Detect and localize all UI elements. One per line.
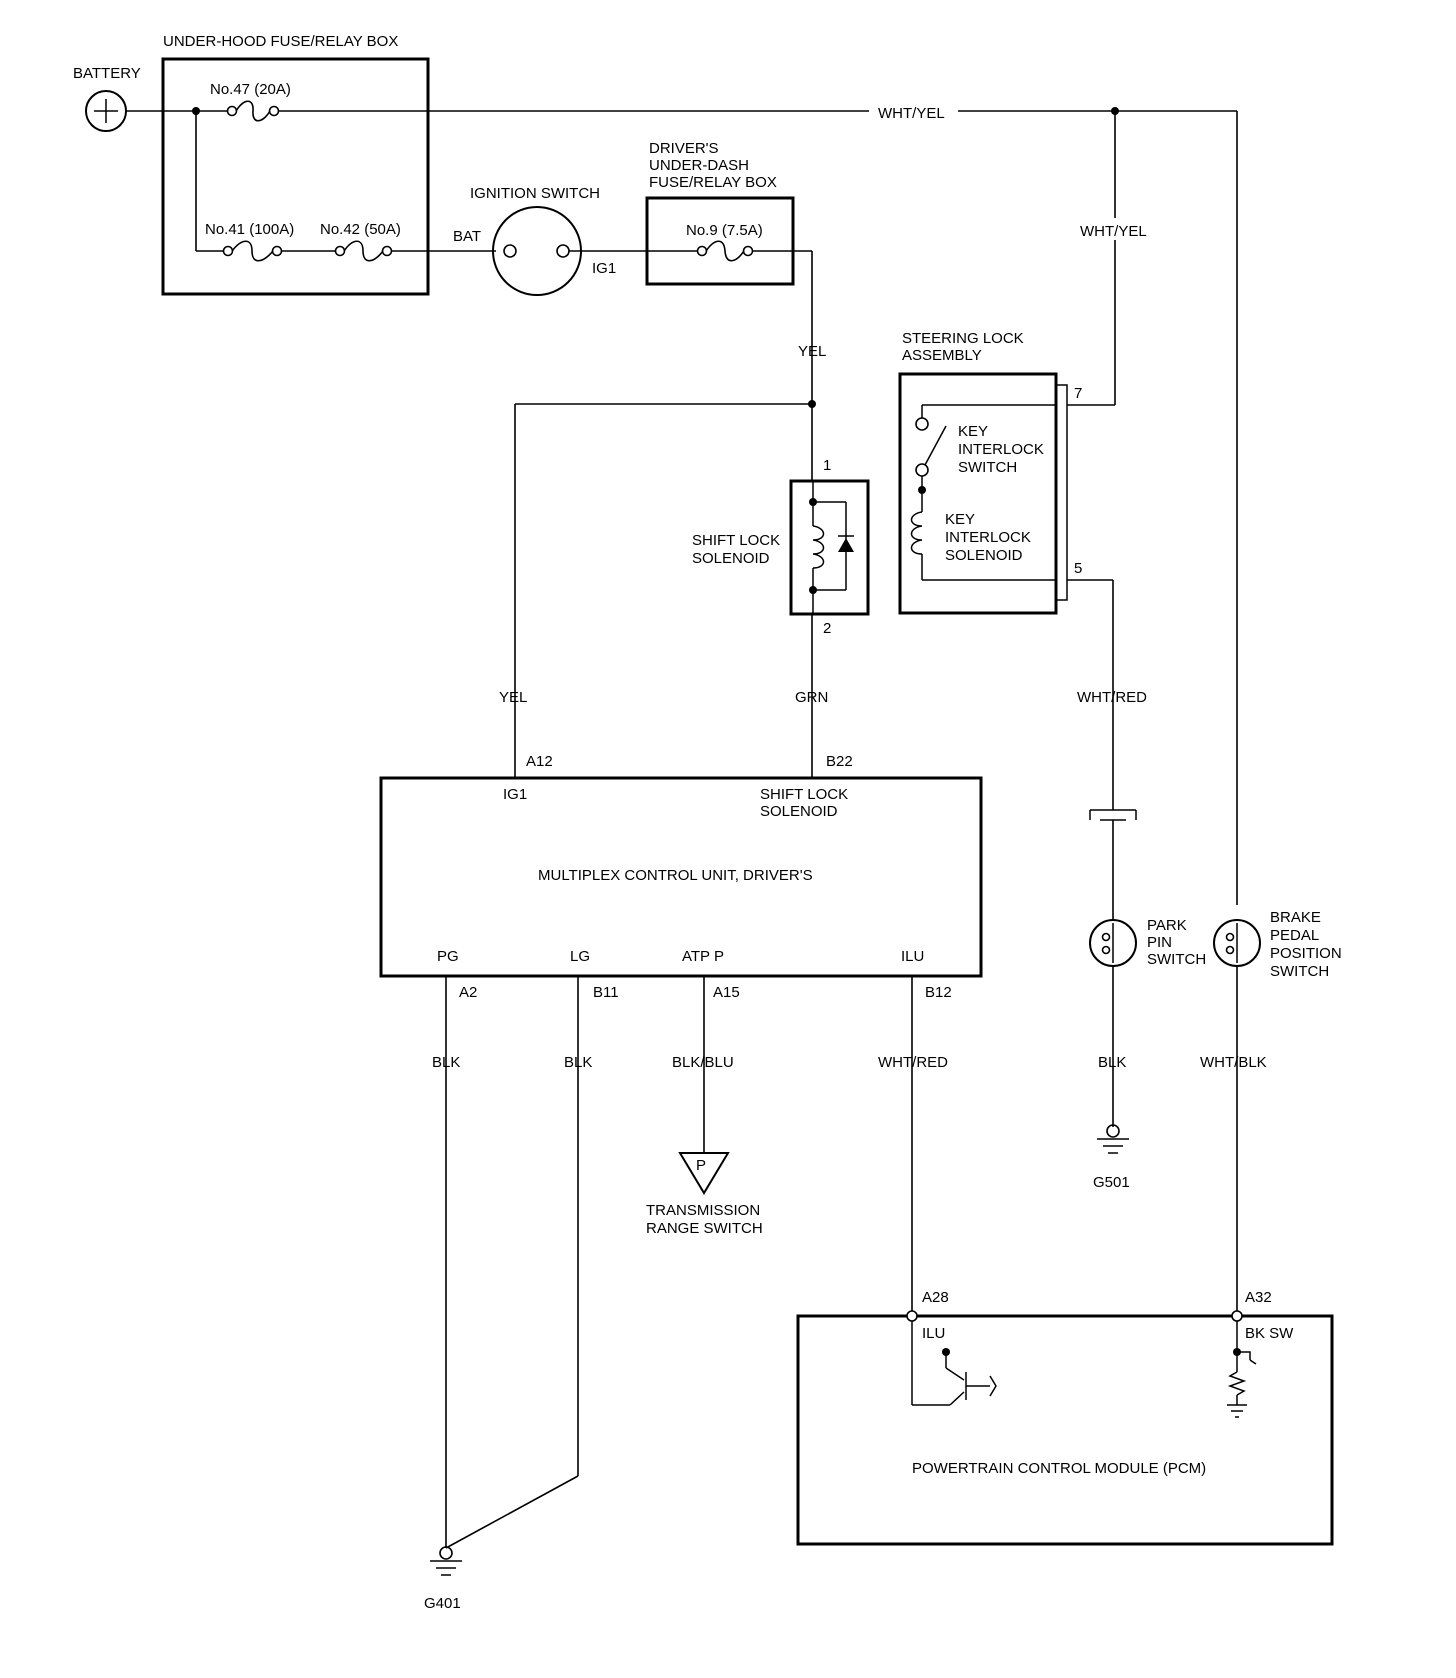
key-solenoid-label-1: KEY — [945, 511, 975, 528]
mcu-lg-label: LG — [570, 948, 590, 965]
trs-label-1: TRANSMISSION — [646, 1202, 760, 1219]
shift-lock-label-1: SHIFT LOCK — [692, 532, 780, 549]
dash-box-label-1: DRIVER'S — [649, 140, 719, 157]
connector-a15: A15 — [713, 984, 740, 1001]
wire-wht-red-b12: WHT/RED — [878, 976, 948, 1316]
brake-label-2: PEDAL — [1270, 927, 1319, 944]
mcu-shift-lock-label-1: SHIFT LOCK — [760, 786, 848, 803]
dash-box-label-2: UNDER-DASH — [649, 157, 749, 174]
fuse-41: No.41 (100A) — [205, 221, 294, 262]
ignition-switch: IGNITION SWITCH BAT IG1 — [453, 185, 616, 296]
key-switch-label-3: SWITCH — [958, 459, 1017, 476]
wire-yel-to-a12: YEL — [499, 403, 812, 774]
mcu-shift-lock-label-2: SOLENOID — [760, 803, 838, 820]
pcm-ilu-label: ILU — [922, 1325, 945, 1342]
pin-7-label: 7 — [1074, 385, 1082, 402]
mcu-ig1-label: IG1 — [503, 786, 527, 803]
fuse-9-label: No.9 (7.5A) — [686, 222, 763, 239]
wire-label-wht-red-right: WHT/RED — [1077, 689, 1147, 706]
connector-a12: A12 — [526, 753, 553, 770]
park-pin-label-2: PIN — [1147, 934, 1172, 951]
ignition-bat-label: BAT — [453, 228, 481, 245]
mcu-atp-label: ATP P — [682, 948, 724, 965]
wire-label-wht-yel-vertical: WHT/YEL — [1080, 223, 1147, 240]
under-dash-fuse-box: DRIVER'S UNDER-DASH FUSE/RELAY BOX No.9 … — [645, 140, 795, 286]
connector-a2: A2 — [459, 984, 477, 1001]
pcm: POWERTRAIN CONTROL MODULE (PCM) A28 A32 … — [796, 1289, 1334, 1546]
connector-b12: B12 — [925, 984, 952, 1001]
key-solenoid-label-2: INTERLOCK — [945, 529, 1031, 546]
wire-label-wht-blk: WHT/BLK — [1200, 1054, 1267, 1071]
wire-blk-b11: BLK — [445, 976, 592, 1549]
brake-pedal-switch: BRAKE PEDAL POSITION SWITCH — [1213, 909, 1342, 980]
pin-2-label: 2 — [823, 620, 831, 637]
transmission-range-switch: P TRANSMISSION RANGE SWITCH — [646, 1152, 763, 1237]
wire-blk-blu: BLK/BLU — [672, 976, 734, 1153]
wire-grn: GRN — [795, 614, 828, 774]
connector-b11: B11 — [593, 984, 619, 1001]
key-switch-label-1: KEY — [958, 423, 988, 440]
multiplex-control-unit: MULTIPLEX CONTROL UNIT, DRIVER'S IG1 SHI… — [379, 753, 983, 1001]
wire-ig1-to-fuse9: YEL — [569, 250, 826, 408]
mcu-title: MULTIPLEX CONTROL UNIT, DRIVER'S — [538, 867, 813, 884]
connector-a32: A32 — [1245, 1289, 1272, 1306]
wire-blk-g501: BLK — [1098, 966, 1126, 1127]
battery: BATTERY — [73, 65, 141, 132]
wire-label-blk-park: BLK — [1098, 1054, 1126, 1071]
wire-wht-blk: WHT/BLK — [1200, 966, 1267, 1316]
pin-1-label: 1 — [823, 457, 831, 474]
fuse-42-label: No.42 (50A) — [320, 221, 401, 238]
connector-b22: B22 — [826, 753, 853, 770]
wire-label-grn: GRN — [795, 689, 828, 706]
wire-label-wht-red-b12: WHT/RED — [878, 1054, 948, 1071]
ground-g501: G501 — [1093, 1124, 1130, 1191]
mcu-pg-label: PG — [437, 948, 459, 965]
dash-box-label-3: FUSE/RELAY BOX — [649, 174, 777, 191]
wire-wht-yel-to-pin7: WHT/YEL — [1067, 111, 1147, 406]
underhood-box-label: UNDER-HOOD FUSE/RELAY BOX — [163, 33, 398, 50]
key-solenoid-label-3: SOLENOID — [945, 547, 1023, 564]
ground-g401: G401 — [424, 1546, 462, 1612]
brake-label-3: POSITION — [1270, 945, 1342, 962]
wire-wht-yel-main: WHT/YEL — [126, 105, 1238, 905]
pin-5-label: 5 — [1074, 560, 1082, 577]
ignition-ig1-label: IG1 — [592, 260, 616, 277]
park-pin-label-1: PARK — [1147, 917, 1187, 934]
key-switch-label-2: INTERLOCK — [958, 441, 1044, 458]
steering-lock-assembly: STEERING LOCK ASSEMBLY 7 5 KEY INTERLOCK… — [898, 330, 1082, 615]
wire-label-blk-blu: BLK/BLU — [672, 1054, 734, 1071]
connector-a28: A28 — [922, 1289, 949, 1306]
wire-label-blk-b11: BLK — [564, 1054, 592, 1071]
mcu-ilu-label: ILU — [901, 948, 924, 965]
trs-p-label: P — [696, 1157, 706, 1174]
battery-label: BATTERY — [73, 65, 141, 82]
steering-lock-label-1: STEERING LOCK — [902, 330, 1024, 347]
g501-label: G501 — [1093, 1174, 1130, 1191]
wire-fuse-branch — [195, 111, 496, 252]
fuse-42: No.42 (50A) — [320, 221, 401, 262]
brake-label-4: SWITCH — [1270, 963, 1329, 980]
wire-label-yel-top: YEL — [798, 343, 826, 360]
shift-lock-label-2: SOLENOID — [692, 550, 770, 567]
g401-label: G401 — [424, 1595, 461, 1612]
underhood-fuse-box: UNDER-HOOD FUSE/RELAY BOX — [161, 33, 430, 296]
trs-label-2: RANGE SWITCH — [646, 1220, 763, 1237]
steering-lock-label-2: ASSEMBLY — [902, 347, 982, 364]
wire-label-yel-left: YEL — [499, 689, 527, 706]
shift-lock-solenoid: 1 2 SHIFT LOCK SOLENOID — [692, 404, 870, 637]
fuse-47: No.47 (20A) — [210, 81, 291, 122]
pcm-title: POWERTRAIN CONTROL MODULE (PCM) — [912, 1460, 1206, 1477]
wire-wht-red-park: WHT/RED — [1067, 579, 1147, 920]
wire-label-blk-a2: BLK — [432, 1054, 460, 1071]
fuse-47-label: No.47 (20A) — [210, 81, 291, 98]
brake-label-1: BRAKE — [1270, 909, 1321, 926]
park-pin-label-3: SWITCH — [1147, 951, 1206, 968]
wire-label-wht-yel-top: WHT/YEL — [878, 105, 945, 122]
fuse-41-label: No.41 (100A) — [205, 221, 294, 238]
ignition-switch-label: IGNITION SWITCH — [470, 185, 600, 202]
pcm-bksw-label: BK SW — [1245, 1325, 1294, 1342]
wire-blk-a2: BLK — [432, 976, 460, 1548]
park-pin-switch: PARK PIN SWITCH — [1089, 917, 1206, 968]
